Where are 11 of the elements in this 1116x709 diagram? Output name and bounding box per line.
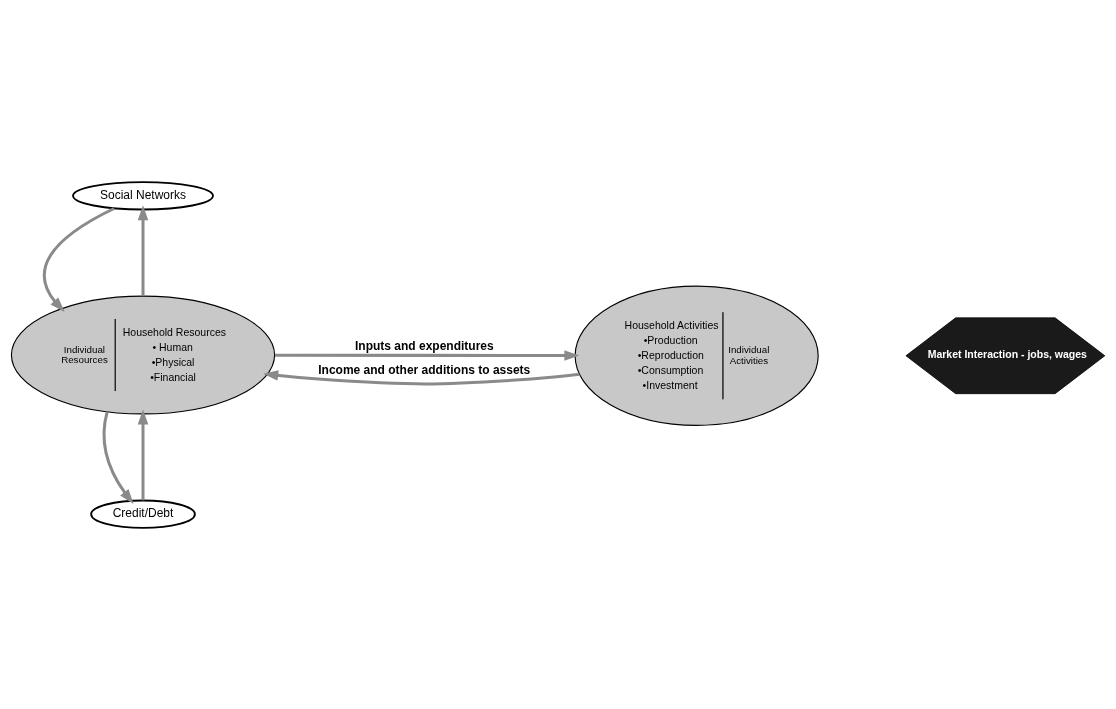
arrow xyxy=(274,349,580,361)
arrow xyxy=(137,408,149,500)
node-ellipse: Social Networks xyxy=(72,180,214,210)
edge-label: Income and other additions to assets xyxy=(318,362,531,377)
arrow xyxy=(137,204,149,296)
edge-label: Inputs and expenditures xyxy=(355,338,494,353)
node-ellipse: Household Activities •Production •Reproduction •Consumption •Investment Individual Activities xyxy=(574,285,819,426)
node-ellipse: Credit/Debt xyxy=(90,499,196,529)
arrow xyxy=(42,206,115,312)
arrow xyxy=(263,369,580,385)
arrow xyxy=(102,411,134,504)
